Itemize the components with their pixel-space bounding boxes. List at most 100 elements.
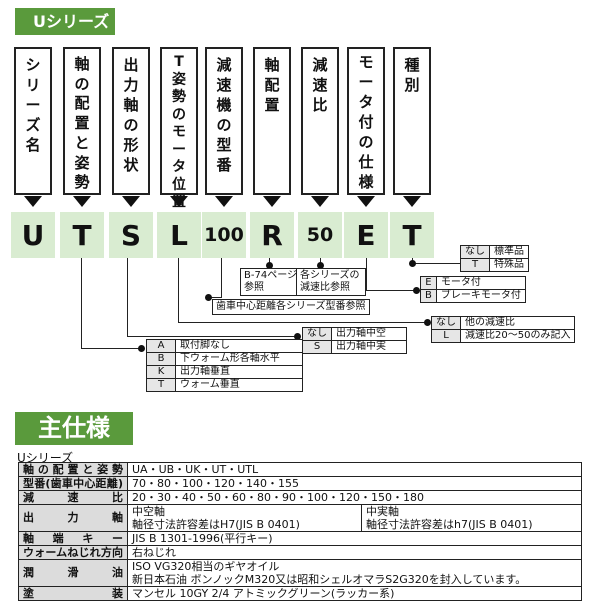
label-ratio: 減速比 <box>301 47 339 195</box>
arrow-down-icon <box>122 196 140 207</box>
label-char: 様 <box>358 173 374 191</box>
series-tab: Uシリーズ <box>15 8 115 35</box>
spec-title: 主仕様 <box>15 412 133 445</box>
table-cell: E <box>420 276 437 290</box>
label-char: 減 <box>312 56 328 74</box>
connector-dot-icon <box>424 319 431 326</box>
table-cell: B <box>146 352 176 366</box>
arrow-down-icon <box>263 196 281 207</box>
table-cell: 軸の配置と姿勢 <box>18 462 128 477</box>
table-cell: A <box>146 339 176 353</box>
connector-line <box>81 258 82 349</box>
connector-dot-icon <box>409 260 416 267</box>
ratio-note: 各シリーズの減速比参照 <box>296 268 366 296</box>
connector-line <box>210 297 222 298</box>
table-cell: ウォーム垂直 <box>175 378 303 392</box>
label-char: 軸 <box>123 96 139 114</box>
label-char: の <box>74 74 90 93</box>
label-char: T <box>174 54 184 70</box>
label-char: 勢 <box>74 173 90 192</box>
label-char: 型 <box>216 136 232 154</box>
table-cell: ウォームねじれ方向 <box>18 545 128 560</box>
connector-line <box>178 322 428 323</box>
label-char: 速 <box>216 76 232 94</box>
table-cell: S <box>302 340 332 354</box>
table-cell: マンセル 10GY 2/4 アトミックグリーン(ラッカー系) <box>127 586 582 601</box>
table-row: ウォームねじれ方向右ねじれ <box>18 545 582 560</box>
label-char: ー <box>172 141 186 158</box>
table-cell: 型番(歯車中心距離) <box>18 476 128 491</box>
table-cell: 出力軸垂直 <box>175 365 303 379</box>
table-cell: 他の減速比 <box>459 316 576 330</box>
table-cell: 減速比20～50のみ記入 <box>459 329 576 343</box>
label-char: 速 <box>312 76 328 94</box>
connector-line <box>412 263 460 264</box>
table-cell: 出力軸 <box>18 504 128 532</box>
label-char: 状 <box>123 156 139 174</box>
connector-dot-icon <box>266 262 273 269</box>
table-cell: 右ねじれ <box>127 545 582 560</box>
label-char: 力 <box>123 76 139 94</box>
label-char: 軸 <box>264 56 280 74</box>
label-char: 置 <box>264 96 280 114</box>
code-series: U <box>11 212 55 258</box>
table-cell: ISO VG320相当のギヤオイル新日本石油 ボンノックM320又は昭和シェルオ… <box>127 559 582 587</box>
table-cell: 特殊品 <box>489 258 529 272</box>
table-cell: 中空軸軸径寸法許容差はH7(JIS B 0401) <box>127 504 362 532</box>
arrow-down-icon <box>24 196 42 207</box>
label-output-shaft-shape: 出力軸の形状 <box>112 47 150 195</box>
label-char: モ <box>172 124 186 140</box>
code-axis-layout: R <box>250 212 294 258</box>
table-cell: 取付脚なし <box>175 339 303 353</box>
label-char: 配 <box>74 94 90 113</box>
code-motor-spec: E <box>344 212 388 258</box>
connector-dot-icon <box>294 333 301 340</box>
code-type: T <box>390 212 434 258</box>
table-cell: なし <box>431 316 461 330</box>
label-char: 姿 <box>74 153 90 172</box>
label-char: 位 <box>172 176 186 193</box>
table-cell: 20・30・40・50・60・80・90・100・120・150・180 <box>127 490 582 505</box>
table-cell: モータ付 <box>435 276 526 290</box>
label-char: ー <box>358 73 374 91</box>
table-cell: T <box>460 258 490 272</box>
table-cell: ブレーキモータ付 <box>435 289 526 303</box>
connector-line <box>366 258 367 291</box>
connector-line <box>81 348 141 349</box>
table-cell: 出力軸中空 <box>331 327 407 341</box>
connector-line <box>366 290 420 291</box>
label-char: の <box>123 116 139 134</box>
arrow-down-icon <box>311 196 329 207</box>
spec-subtitle: Uシリーズ <box>17 451 74 465</box>
label-char: タ <box>358 93 374 111</box>
label-char: 出 <box>123 56 139 74</box>
table-cell: 減速比 <box>18 490 128 505</box>
table-cell: JIS B 1301-1996(平行キー) <box>127 531 582 546</box>
connector-dot-icon <box>413 287 420 294</box>
label-char: シ <box>25 56 41 74</box>
label-char: 別 <box>404 76 420 94</box>
table-cell: なし <box>302 327 332 341</box>
label-char: 種 <box>404 56 420 74</box>
label-axis-layout: 軸配置 <box>253 47 291 195</box>
code-motor-position: L <box>157 212 201 258</box>
label-char: 勢 <box>172 89 186 105</box>
label-motor-spec: モータ付の仕様 <box>347 47 385 195</box>
label-char: の <box>172 106 186 123</box>
connector-line <box>127 258 128 337</box>
table-cell: K <box>146 365 176 379</box>
label-char: ズ <box>25 116 41 134</box>
connector-dot-icon <box>205 294 212 301</box>
label-char: の <box>216 116 232 134</box>
table-cell: UA・UB・UK・UT・UTL <box>127 462 582 477</box>
table-row: 塗装マンセル 10GY 2/4 アトミックグリーン(ラッカー系) <box>18 586 582 601</box>
arrow-down-icon <box>170 196 188 207</box>
table-row: 出力軸 中空軸軸径寸法許容差はH7(JIS B 0401) 中実軸軸径寸法許容差… <box>18 504 582 532</box>
